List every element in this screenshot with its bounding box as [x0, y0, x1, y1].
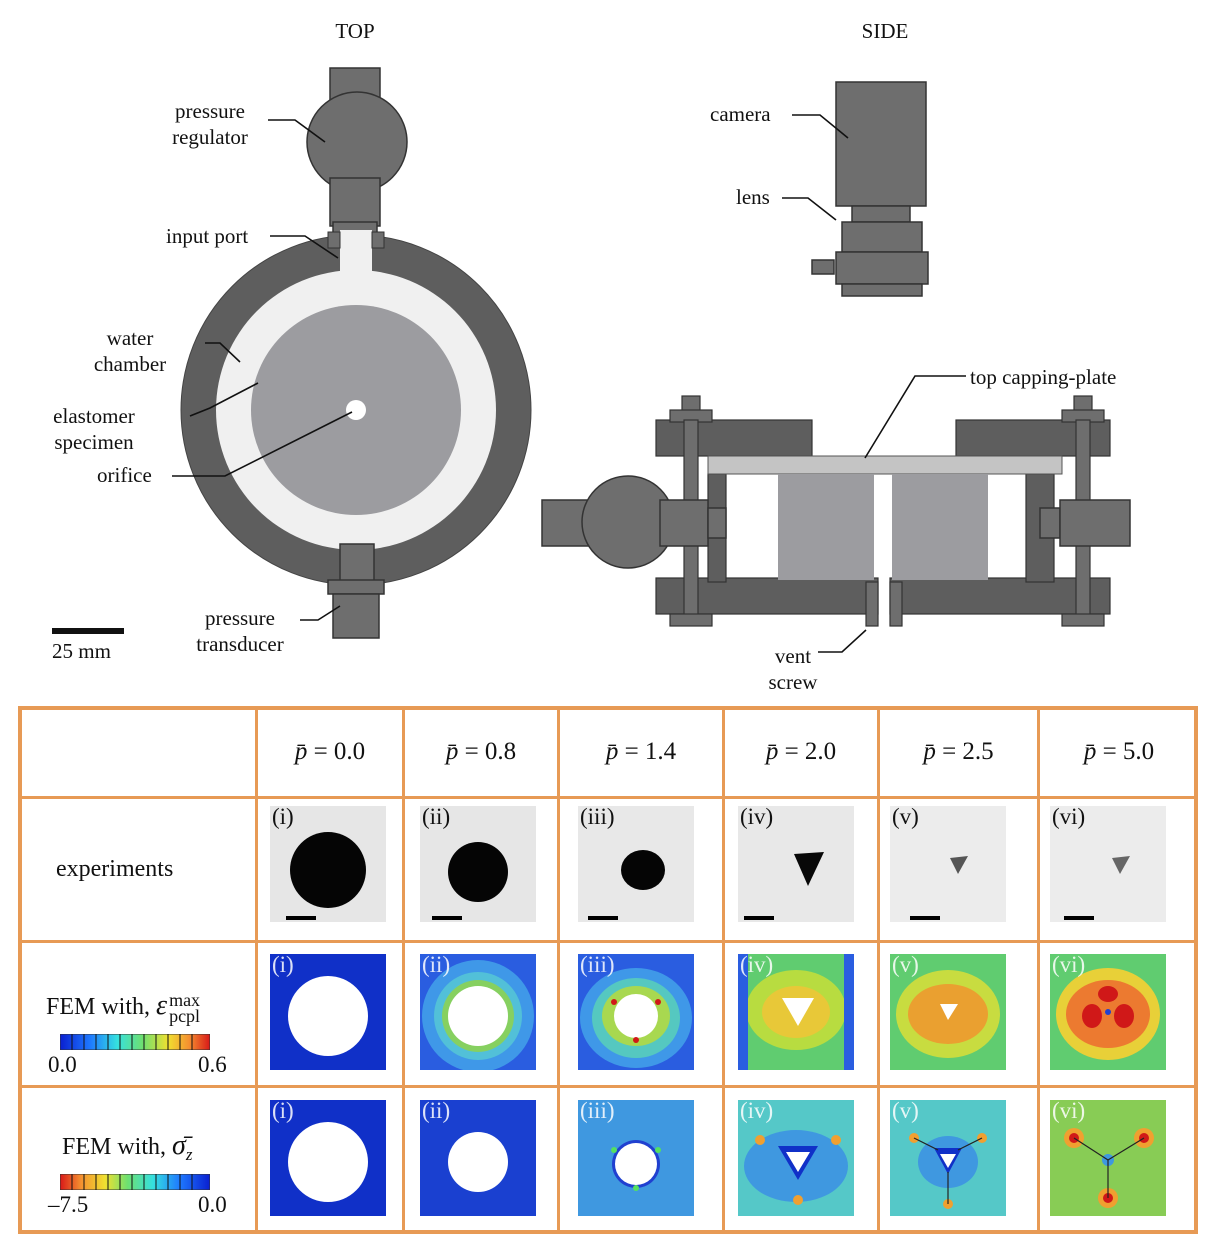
pressure-regulator-shape [306, 67, 408, 237]
label-orifice: orifice [97, 463, 152, 487]
strain-colorbar-min: 0.0 [48, 1052, 77, 1077]
strain-colorbar [60, 1034, 210, 1050]
fem-stress-panel-5: (vi) [1050, 1098, 1166, 1216]
row-label-experiments: experiments [56, 856, 174, 882]
fem-stress-panel-2: (iii) [578, 1098, 694, 1216]
column-header-0: p̄ = 0.0 [294, 738, 366, 765]
lens-shape [811, 205, 929, 297]
label-vent-screw: vent screw [768, 644, 818, 694]
fem-strain-panel-1: (ii) [420, 952, 536, 1072]
fem-strain-panel-5: (vi) [1050, 952, 1166, 1070]
strain-colorbar-max: 0.6 [198, 1052, 227, 1077]
specimen-right-shape [892, 474, 988, 580]
side-transducer-shape [1039, 499, 1131, 547]
fem-stress-panel-4: (v) [890, 1098, 1006, 1216]
top-view-title: TOP [335, 19, 375, 43]
label-lens: lens [736, 185, 770, 209]
experiment-panel-4: (v) [890, 804, 1006, 922]
side-view-diagram [541, 81, 1131, 653]
camera-shape [835, 81, 927, 207]
label-top-capping-plate: top capping-plate [970, 365, 1117, 389]
experiment-panel-2: (iii) [578, 804, 694, 922]
label-elastomer-specimen: elastomer specimen [53, 404, 135, 454]
label-input-port: input port [166, 224, 249, 248]
label-pressure-transducer: pressure transducer [196, 606, 284, 656]
experiment-panel-3: (iv) [738, 804, 854, 922]
column-header-3: p̄ = 2.0 [765, 738, 837, 765]
fem-strain-panel-0: (i) [270, 952, 386, 1070]
column-header-2: p̄ = 1.4 [605, 738, 677, 765]
side-regulator-shape [541, 475, 727, 569]
fem-stress-panel-3: (iv) [738, 1098, 854, 1216]
scale-bar-line [52, 628, 124, 634]
fem-strain-panel-2: (iii) [578, 952, 694, 1070]
scale-bar-label: 25 mm [52, 639, 111, 663]
fem-strain-panel-3: (iv) [738, 952, 854, 1070]
fem-stress-panel-1: (ii) [420, 1098, 536, 1216]
label-pressure-regulator: pressure regulator [172, 99, 248, 149]
experiment-panel-5: (vi) [1050, 804, 1166, 922]
label-camera: camera [710, 102, 771, 126]
column-header-5: p̄ = 5.0 [1083, 738, 1155, 765]
top-capping-plate-shape [707, 455, 1063, 475]
stress-colorbar [60, 1174, 210, 1190]
fem-stress-panel-0: (i) [270, 1098, 386, 1216]
top-view-diagram [52, 67, 532, 639]
bottom-plate-right [889, 577, 1111, 615]
experiment-panel-1: (ii) [420, 804, 536, 922]
side-view-title: SIDE [861, 19, 909, 43]
stress-colorbar-min: –7.5 [48, 1192, 89, 1217]
results-table: p̄ = 0.0 p̄ = 0.8 p̄ = 1.4 p̄ = 2.0 p̄ =… [18, 706, 1198, 1234]
row-label-fem-stress: FEM with, σ̄z [62, 1130, 193, 1164]
fem-strain-panel-4: (v) [890, 952, 1006, 1070]
column-header-1: p̄ = 0.8 [445, 738, 517, 765]
experiment-panel-0: (i) [270, 804, 386, 922]
label-water-chamber: water chamber [93, 326, 167, 376]
top-clamp-left [655, 419, 813, 457]
vent-screw-shape [865, 581, 903, 627]
column-header-4: p̄ = 2.5 [923, 738, 994, 765]
pressure-transducer-shape [327, 543, 385, 639]
specimen-left-shape [778, 474, 874, 580]
stress-colorbar-max: 0.0 [198, 1192, 227, 1217]
orifice-hole [346, 400, 366, 420]
input-port-shape [340, 230, 372, 274]
